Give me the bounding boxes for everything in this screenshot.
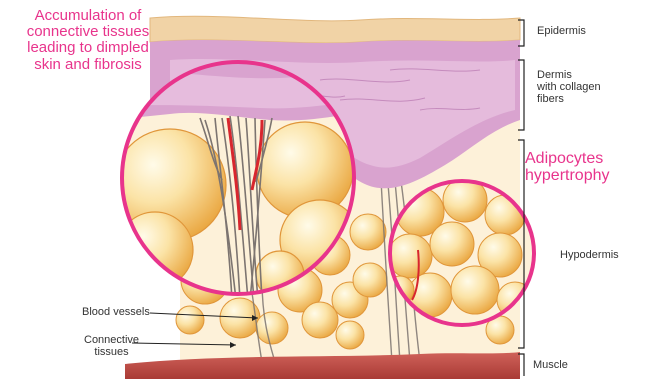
muscle-label: Muscle <box>533 360 568 372</box>
dermis-label-line: with collagen <box>537 81 601 93</box>
dermis-label: Dermis with collagen fibers <box>537 70 601 106</box>
connective-tissues-label: Connective tissues <box>84 335 139 359</box>
caption-line: connective tissues <box>27 23 150 40</box>
cellulite-caption: Accumulation of connective tissues leadi… <box>8 8 168 73</box>
connective-label-line: tissues <box>94 346 128 358</box>
caption-line: skin and fibrosis <box>34 56 142 73</box>
epidermis-layer <box>150 16 520 43</box>
caption-line: Accumulation of <box>35 7 142 24</box>
blood-vessels-label: Blood vessels <box>82 307 150 319</box>
dermis-label-line: Dermis <box>537 69 572 81</box>
connective-label-line: Connective <box>84 334 139 346</box>
caption-line: leading to dimpled <box>27 39 149 56</box>
caption-line: Adipocytes <box>525 150 603 167</box>
adipocytes-caption: Adipocytes hypertrophy <box>525 150 610 185</box>
caption-line: hypertrophy <box>525 167 610 184</box>
dermis-label-line: fibers <box>537 93 564 105</box>
epidermis-label: Epidermis <box>537 26 586 38</box>
hypodermis-label: Hypodermis <box>560 250 619 262</box>
